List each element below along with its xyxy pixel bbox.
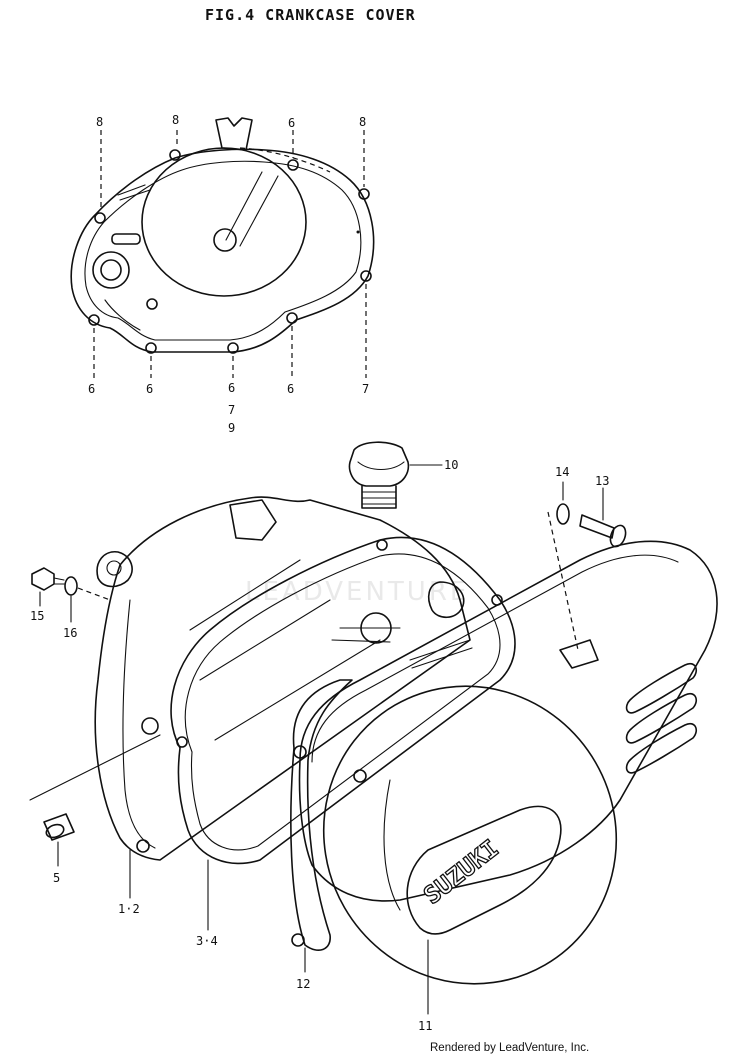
gasket-part [170,536,516,865]
bottom-leader-lines [129,849,429,1015]
crankcase-cover-part [94,496,471,861]
figure-title: FIG.4 CRANKCASE COVER [205,6,416,24]
callout-11: 11 [418,1019,432,1033]
credit-text: Rendered by LeadVenture, Inc. [430,1042,590,1054]
callout-13: 13 [595,474,609,488]
callout-8: 8 [96,115,103,129]
callout-6: 6 [146,382,153,396]
cover-inner-view [70,117,375,354]
suzuki-logo: SUZUKI [418,834,504,909]
screw-and-washer [547,481,627,651]
outer-gasket-part [290,679,353,951]
callout-6: 6 [228,381,235,395]
callout-labels: 8 8 6 8 6 6 6 7 9 6 7 10 14 13 15 16 5 1… [30,113,609,1033]
callout-8: 8 [172,113,179,127]
callout-12: 12 [296,977,310,991]
callout-15: 15 [30,609,44,623]
callout-6: 6 [88,382,95,396]
callout-6: 6 [287,382,294,396]
callout-14: 14 [555,465,569,479]
dowel-pin [29,734,161,867]
callout-10: 10 [444,458,458,472]
callout-1-2: 1·2 [118,902,140,916]
bolt-and-washer [31,567,111,623]
callout-7: 7 [362,382,369,396]
callout-16: 16 [63,626,77,640]
oil-filler-cap [348,441,443,509]
callout-9: 9 [228,421,235,435]
callout-6: 6 [288,116,295,130]
top-leader-lines [93,130,367,378]
callout-5: 5 [53,871,60,885]
callout-3-4: 3·4 [196,934,218,948]
callout-8: 8 [359,115,366,129]
clutch-cover-part: SUZUKI [291,540,718,985]
callout-7: 7 [228,403,235,417]
